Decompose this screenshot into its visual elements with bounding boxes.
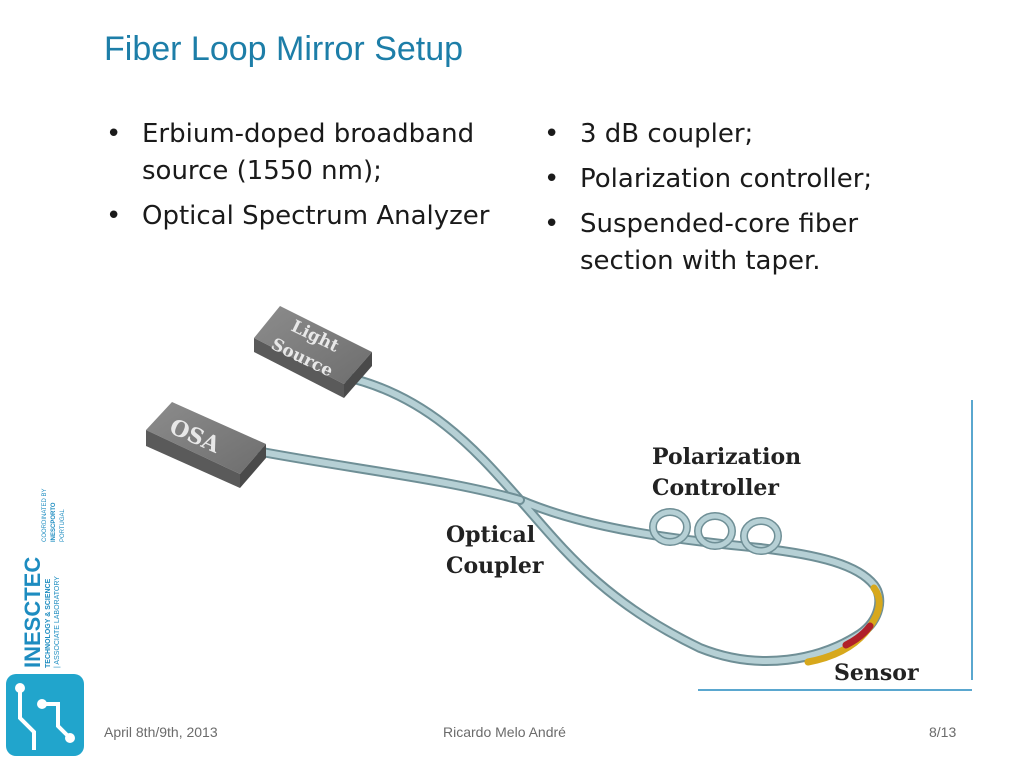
left-bullet-list: • Erbium-doped broadband source (1550 nm…	[102, 116, 522, 243]
logo-coord-line1: COORDINATED BY	[42, 488, 48, 542]
footer-page-number: 8/13	[929, 724, 957, 740]
logo-coord-line2: INESCPORTO	[51, 502, 57, 542]
slide-title: Fiber Loop Mirror Setup	[104, 30, 464, 68]
bullet-text: Optical Spectrum Analyzer	[142, 201, 490, 231]
polarization-label-line2: Controller	[652, 475, 779, 501]
bullet-item: • Erbium-doped broadband source (1550 nm…	[102, 116, 522, 190]
footer-date: April 8th/9th, 2013	[104, 724, 218, 740]
bullet-text: Suspended-core fiber section with taper.	[580, 209, 859, 276]
bullet-glyph: •	[544, 119, 560, 149]
logo-line2: | ASSOCIATE LABORATORY	[54, 576, 61, 668]
bullet-glyph: •	[544, 164, 560, 194]
logo-line1: TECHNOLOGY & SCIENCE	[45, 578, 52, 668]
logo-coord-line3: PORTUGAL	[60, 508, 66, 542]
inesctec-logo: INESCTEC TECHNOLOGY & SCIENCE | ASSOCIAT…	[6, 488, 84, 756]
bullet-item: • Suspended-core fiber section with tape…	[540, 206, 940, 280]
bullet-glyph: •	[106, 201, 122, 231]
bullet-text: Erbium-doped broadband source (1550 nm);	[142, 119, 475, 186]
polarization-label-line1: Polarization	[652, 444, 801, 470]
bullet-text: Polarization controller;	[580, 164, 873, 194]
osa-box: OSA	[146, 402, 266, 488]
right-bullet-list: • 3 dB coupler; • Polarization controlle…	[540, 116, 940, 288]
bullet-item: • 3 dB coupler;	[540, 116, 940, 153]
bullet-glyph: •	[106, 119, 122, 149]
logo-brand: INESCTEC	[20, 557, 45, 668]
bullet-text: 3 dB coupler;	[580, 119, 754, 149]
bullet-item: • Optical Spectrum Analyzer	[102, 198, 522, 235]
coupler-label-line1: Optical	[446, 522, 535, 548]
sensor-label: Sensor	[834, 660, 919, 686]
footer-author: Ricardo Melo André	[443, 724, 566, 740]
polarization-controller-loops	[649, 508, 782, 555]
bullet-glyph: •	[544, 209, 560, 239]
light-source-box: Light Source	[254, 306, 372, 398]
coupler-label-line2: Coupler	[446, 553, 544, 579]
logo-circuit-icon	[6, 674, 84, 756]
fiber-loop	[257, 371, 885, 666]
bullet-item: • Polarization controller;	[540, 161, 940, 198]
